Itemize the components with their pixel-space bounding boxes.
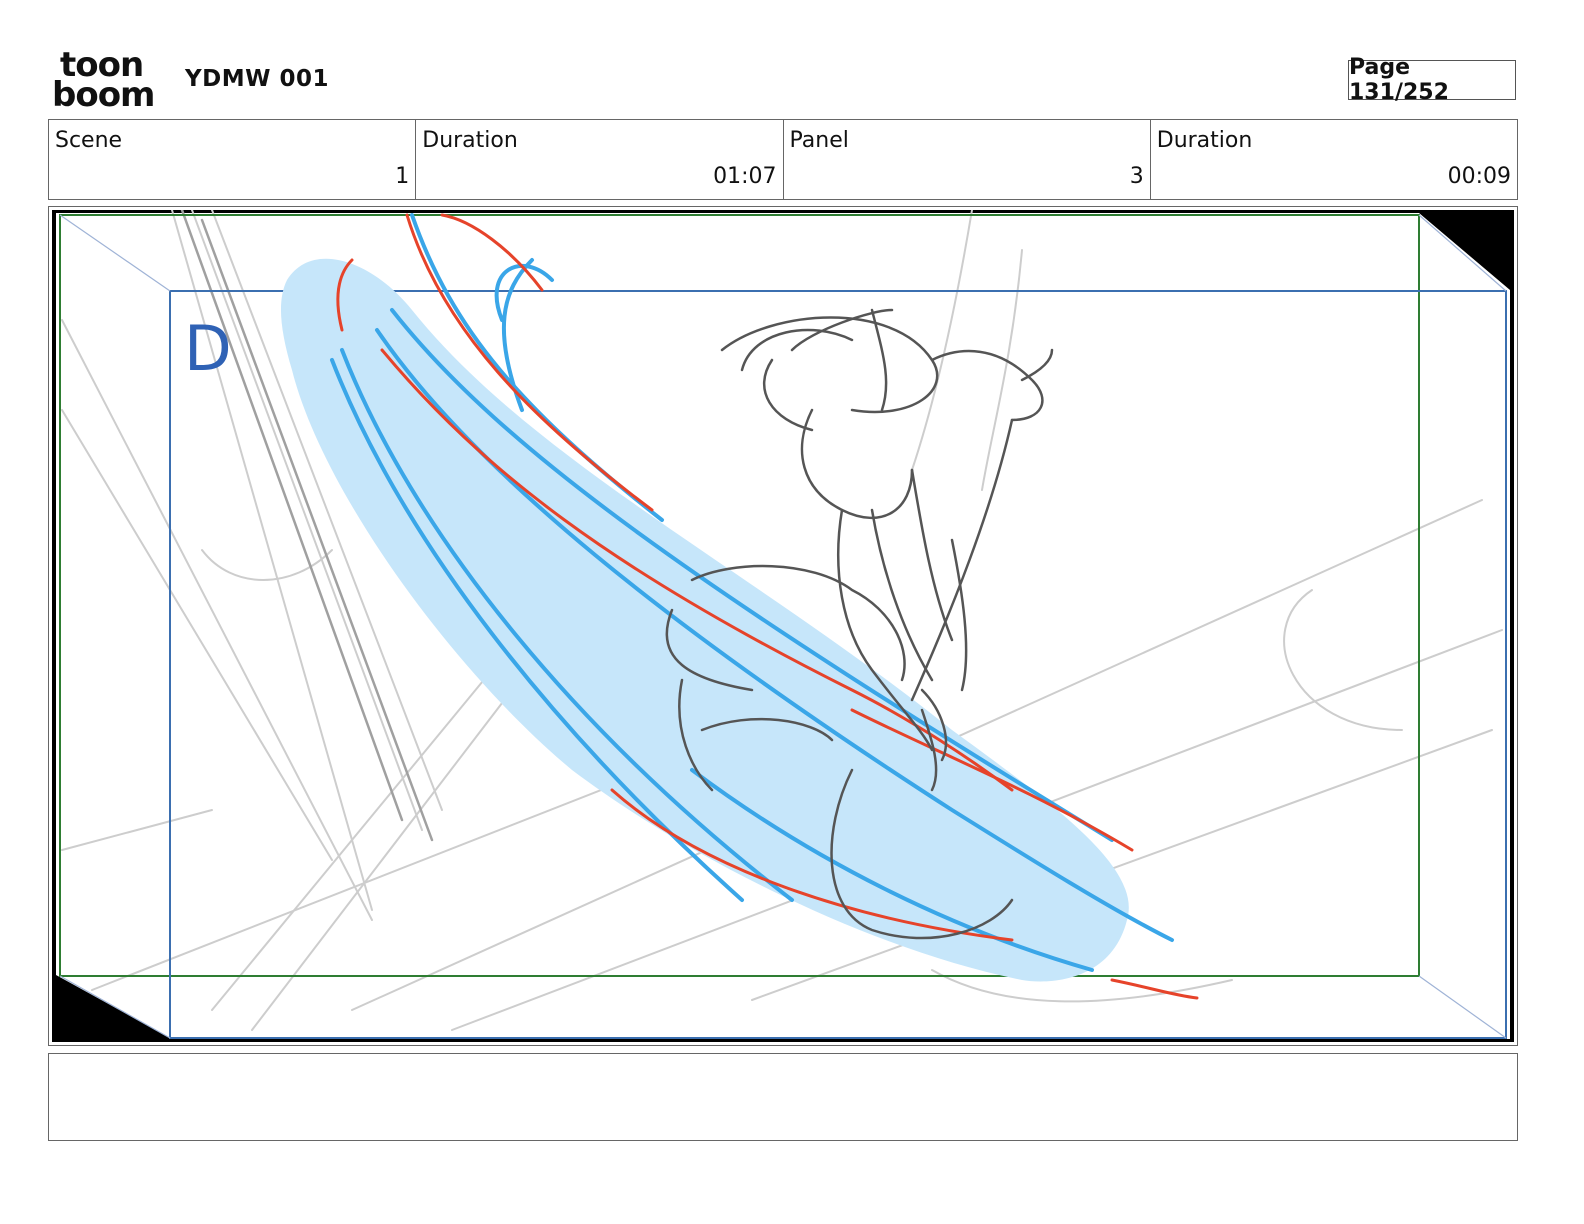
wall-sketch <box>180 210 434 842</box>
scene-cell: Scene 1 <box>49 120 417 199</box>
background-sketch <box>61 210 1503 1031</box>
panel-duration-value: 00:09 <box>1447 164 1511 189</box>
panel-label: Panel <box>789 128 849 153</box>
storyboard-panel-frame <box>48 206 1518 1046</box>
effect-swoosh-strokes <box>330 213 1174 972</box>
panel-value: 3 <box>1129 164 1144 189</box>
scene-value: 1 <box>395 164 410 189</box>
character-sketch <box>665 308 1054 940</box>
scene-label: Scene <box>55 128 123 153</box>
safe-frame <box>59 214 1420 977</box>
corner-top-right <box>1419 213 1510 290</box>
logo-line-1: toon <box>60 45 144 85</box>
panel-duration-cell: Duration 00:09 <box>1151 120 1517 199</box>
scene-duration-label: Duration <box>422 128 518 153</box>
scene-duration-value: 01:07 <box>713 164 777 189</box>
accent-strokes <box>336 213 1199 1000</box>
effect-swoosh-fill <box>280 258 1129 982</box>
panel-duration-label: Duration <box>1156 128 1253 153</box>
toonboom-logo: toon boom <box>52 45 164 115</box>
scene-duration-cell: Duration 01:07 <box>416 120 784 199</box>
camera-label: D <box>184 312 232 385</box>
panel-cell: Panel 3 <box>784 120 1151 199</box>
page-number-badge: Page 131/252 <box>1348 55 1516 105</box>
panel-info-table: Scene 1 Duration 01:07 Panel 3 Duration … <box>48 119 1518 200</box>
logo-line-2: boom <box>52 75 155 115</box>
storyboard-panel-drawing: D <box>52 210 1514 1042</box>
project-title: YDMW 001 <box>185 66 330 92</box>
camera-frame <box>169 290 1507 1039</box>
page-number-label: Page 131/252 <box>1349 55 1449 105</box>
panel-notes-box <box>48 1053 1518 1141</box>
